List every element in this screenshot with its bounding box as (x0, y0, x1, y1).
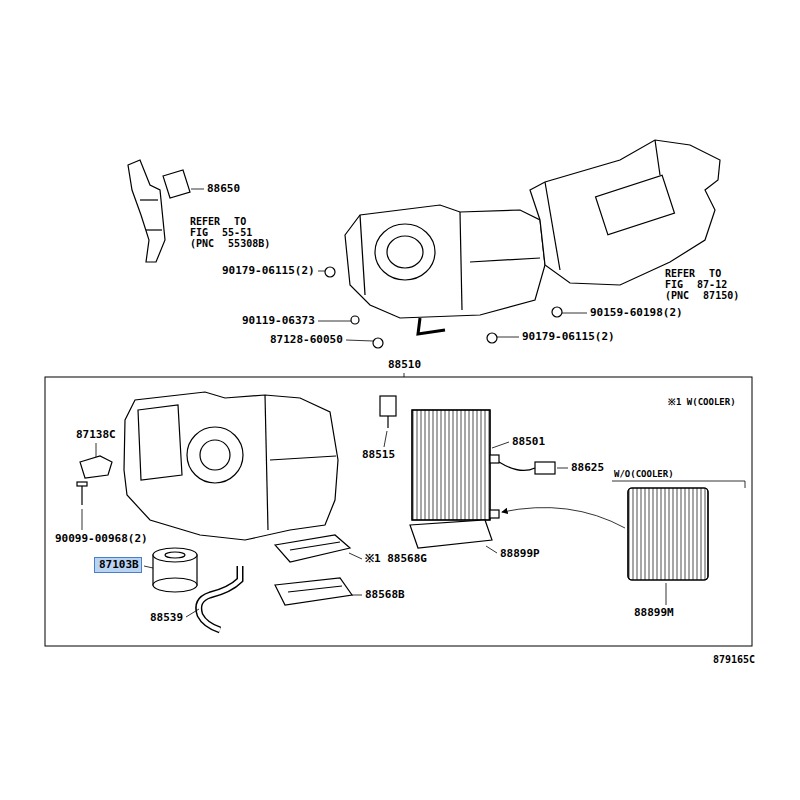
callout-number: 88899P (500, 548, 540, 560)
callout-number: ※1 88568G (365, 553, 427, 565)
drawing-stroke (490, 455, 499, 463)
callout-number: 90179-06115(2) (222, 265, 315, 277)
drawing-stroke (144, 566, 153, 568)
drawing-stroke (557, 468, 568, 469)
drawing-stroke (545, 182, 560, 270)
drawing-stroke (490, 510, 499, 518)
condition-note: ※1 W(COOLER) (668, 396, 736, 408)
reference-note: REFER TO FIG 55-51 (PNC 55308B) (190, 216, 274, 249)
drawing-stroke (288, 586, 342, 592)
drawing-stroke (82, 509, 83, 530)
drawing-stroke (552, 307, 562, 317)
callout-number: 90179-06115(2) (522, 331, 615, 343)
drawing-stroke (410, 520, 492, 548)
figure-number: 879165C (713, 654, 755, 666)
callout-number: 88625 (571, 462, 604, 474)
drawing-stroke (128, 160, 165, 262)
upper-parts (128, 140, 720, 348)
drawing-stroke (77, 482, 87, 486)
callout-number: 88899M (634, 607, 674, 619)
drawing-stroke (318, 321, 351, 322)
drawing-stroke (562, 313, 587, 314)
callout-number: 88510 (388, 359, 421, 371)
assembly-frame (45, 377, 752, 646)
drawing-stroke (270, 456, 336, 460)
drawing-stroke (470, 258, 540, 262)
drawing-stroke (345, 205, 545, 318)
drawing-stroke (666, 583, 667, 605)
drawing-stroke (275, 535, 350, 562)
drawing-stroke (318, 271, 325, 272)
drawing-stroke (387, 416, 388, 428)
drawing-stroke (187, 427, 243, 483)
drawing-stroke (351, 316, 359, 324)
drawing-stroke (346, 340, 373, 341)
drawing-stroke (375, 224, 435, 280)
drawing-stroke (275, 578, 352, 605)
drawing-stroke (404, 373, 405, 377)
drawing-stroke (186, 609, 199, 617)
drawing-stroke (530, 140, 720, 285)
drawing-stroke (628, 488, 708, 580)
drawing-stroke (80, 456, 112, 478)
drawing-stroke (153, 578, 197, 592)
drawing-stroke (96, 443, 97, 457)
drawing-stroke (81, 486, 82, 505)
drawing-stroke (655, 140, 660, 175)
callout-number: 90159-60198(2) (590, 307, 683, 319)
callout-number: 87138C (76, 429, 116, 441)
drawing-stroke (325, 267, 335, 277)
part-number: 87103B (99, 559, 141, 571)
drawing-stroke (628, 488, 708, 580)
reference-note: REFER TO FIG 87-12 (PNC 87150) (665, 268, 749, 301)
drawing-stroke (596, 175, 675, 235)
drawing-stroke (138, 405, 182, 480)
callout-number: 90119-06373 (242, 315, 315, 327)
drawing-stroke (124, 392, 338, 540)
drawing-stroke (349, 553, 362, 559)
drawing-stroke (163, 170, 190, 198)
condition-note: W/O(COOLER) (614, 468, 674, 480)
highlighted-part-number: 87103B (94, 557, 142, 573)
drawing-stroke (535, 462, 555, 474)
drawing-stroke (146, 229, 162, 230)
lower-parts (77, 392, 708, 630)
callout-number: 88515 (362, 449, 395, 461)
drawing-stroke (373, 338, 383, 348)
drawing-stroke (265, 395, 268, 530)
callout-number: 88568B (365, 589, 405, 601)
drawing-stroke (460, 212, 462, 310)
callout-number: 88501 (512, 436, 545, 448)
drawing-stroke (200, 440, 230, 470)
drawing-stroke (612, 481, 745, 488)
drawing-stroke (191, 189, 204, 190)
leader-lines (82, 189, 745, 617)
drawing-stroke (199, 566, 240, 630)
drawing-stroke (497, 337, 519, 338)
drawing-stroke (360, 215, 365, 295)
drawing-stroke (384, 431, 387, 447)
drawing-stroke (492, 442, 509, 448)
drawing-stroke (140, 199, 158, 200)
drawing-stroke (487, 333, 497, 343)
drawing-stroke (499, 462, 535, 470)
drawing-stroke (153, 548, 197, 562)
drawing-stroke (502, 508, 625, 528)
drawing-stroke (165, 552, 185, 558)
callout-number: 88539 (150, 612, 183, 624)
drawing-stroke (387, 236, 423, 268)
callout-number: 87128-60050 (270, 334, 343, 346)
callout-number: 88650 (207, 183, 240, 195)
drawing-stroke (486, 546, 497, 553)
drawing-stroke (418, 318, 445, 334)
drawing-stroke (412, 410, 490, 520)
callout-number: 90099-00968(2) (55, 533, 148, 545)
drawing-stroke (380, 396, 396, 416)
drawing-stroke (352, 595, 362, 596)
drawing-stroke (290, 542, 340, 550)
drawing-stroke (412, 410, 490, 520)
drawing-stroke (199, 566, 240, 630)
